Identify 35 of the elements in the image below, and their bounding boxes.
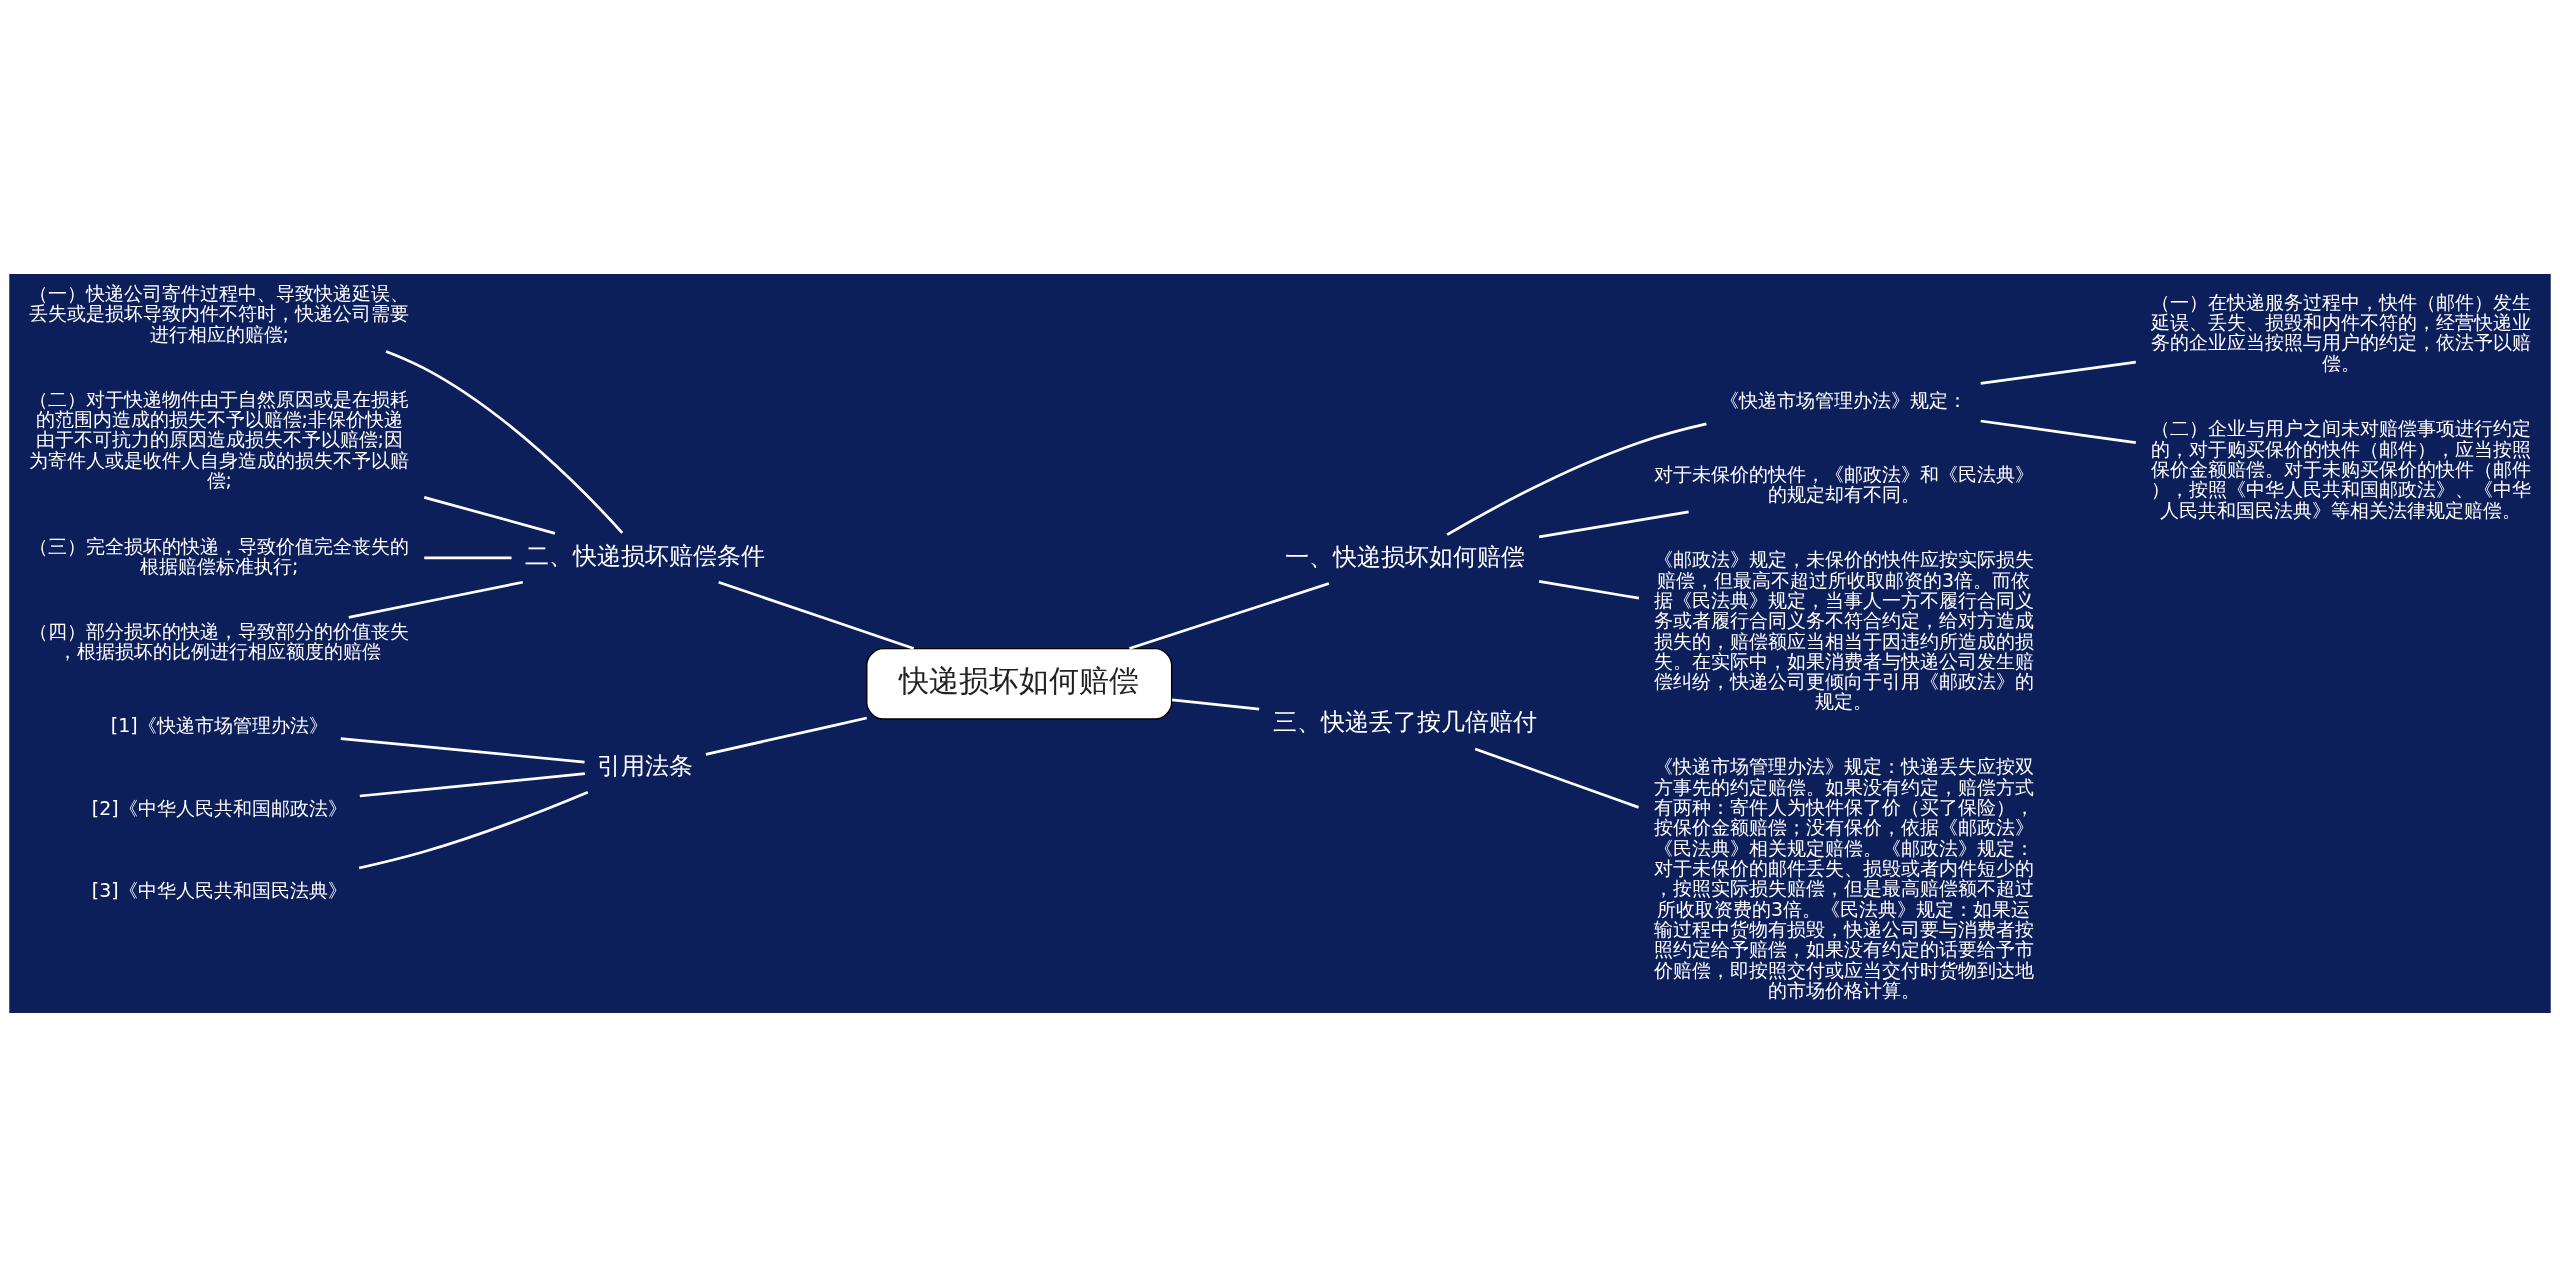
node-text: （四）部分损坏的快递，导致部分的价值丧失，根据损坏的比例进行相应额度的赔偿 <box>29 620 410 663</box>
node-text: （三）完全损坏的快递，导致价值完全丧失的根据赔偿标准执行; <box>29 534 410 577</box>
node-text: 《快递市场管理办法》规定：快递丢失应按双方事先的约定赔偿。如果没有约定，赔偿方式有两种：寄件人为快件保了价（买了保险），按保价金额赔偿；没有保价，依据《邮政法》《民法典》相关规定赔偿。《邮政法》规定：对于未保价的邮件丢失、损毁或者内件短少的，按照实际损失赔偿，但是最高赔偿额不超过所收取资费的3倍。《民法典》规定：如果运输过程中货物有损毁，快递公司要与消费者按照约定给予赔偿，如果没有约定的话要给予市价赔偿，即按照交付或应当交付时货物到达地的市场价格计算。 <box>1653 755 2034 1002</box>
connector <box>1171 698 1260 711</box>
node-text: （二）对于快递物件由于自然原因或是在损耗的范围内造成的损失不予以赔偿;非保价快递由于不可抗力的原因造成损失不予以赔偿;因为寄件人或是收件人自身造成的损失不予以赔偿; <box>29 387 410 491</box>
connector <box>359 772 586 798</box>
node-text: 对于未保价的快件，《邮政法》和《民法典》的规定却有不同。 <box>1653 462 2034 506</box>
node-text: 《邮政法》规定，未保价的快件应按实际损失赔偿，但最高不超过所收取邮资的3倍。而依据《民法典》规定，当事人一方不履行合同义务或者履行合同义务不符合约定，给对方造成损失的，赔偿额应当相当于因违约所造成的损失。在实际中，如果消费者与快递公司发生赔偿纠纷，快递公司更倾向于引用《邮政法》的规定。 <box>1653 548 2034 713</box>
node-text: [1]《快递市场管理办法》 <box>110 714 328 737</box>
connector <box>385 350 624 534</box>
connector <box>1446 422 1707 536</box>
node-box: 快递损坏如何赔偿 <box>866 647 1173 720</box>
node-text: 二、快递损坏赔偿条件 <box>525 540 766 570</box>
node-text: [3]《中华人民共和国民法典》 <box>91 879 347 902</box>
node-text: （一）快递公司寄件过程中、导致快递延误、丢失或是损坏导致内件不符时，快递公司需要进行相应的赔偿; <box>29 282 410 345</box>
connector <box>1474 747 1639 809</box>
node-text: （一）在快递服务过程中，快件（邮件）发生延误、丢失、损毁和内件不符的，经营快递业务的企业应当按照与用户的约定，依法予以赔偿。 <box>2150 290 2531 374</box>
connector <box>423 496 556 535</box>
node-text: 三、快递丢了按几倍赔付 <box>1273 707 1538 737</box>
connector <box>1538 580 1640 600</box>
connector <box>358 790 589 870</box>
connector <box>705 716 868 756</box>
connector <box>340 737 585 764</box>
connector <box>1980 360 2136 385</box>
connector <box>1538 510 1689 539</box>
node-text: 引用法条 <box>597 750 694 780</box>
node-text: [2]《中华人民共和国邮政法》 <box>91 796 347 819</box>
node-text: （二）企业与用户之间未对赔偿事项进行约定的，对于购买保价的快件（邮件），应当按照保价金额赔偿。对于未购买保价的快件（邮件），按照《中华人民共和国邮政法》、《中华人民共和国民法典》等相关法律规定赔偿。 <box>2150 417 2531 521</box>
connector <box>348 580 524 619</box>
connector <box>718 580 915 650</box>
connector <box>1980 419 2136 444</box>
node-text: 一、快递损坏如何赔偿 <box>1285 542 1526 572</box>
node-text: 《快递市场管理办法》规定： <box>1720 389 1968 412</box>
connector <box>424 556 512 560</box>
connector <box>1129 582 1330 650</box>
